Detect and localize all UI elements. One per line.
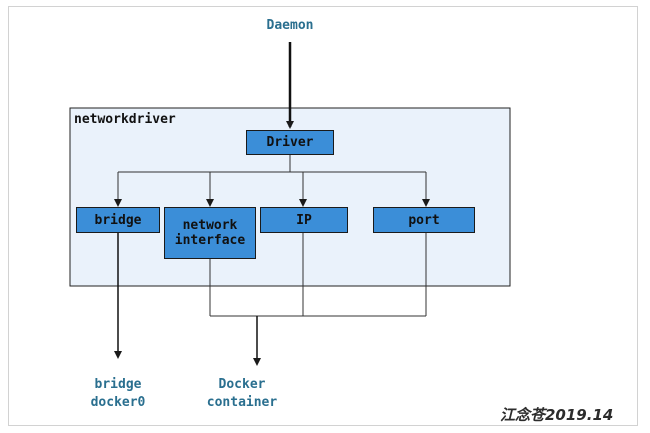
ip-box: IP	[260, 207, 348, 233]
watermark-text: 江念苍2019.14	[500, 406, 614, 424]
diagram-frame	[8, 6, 638, 426]
bridge-box: bridge	[76, 207, 160, 233]
daemon-label: Daemon	[266, 18, 314, 33]
docker-container-label: Docker container	[206, 377, 278, 410]
bridge-docker0-label: bridge docker0	[90, 377, 146, 410]
port-box: port	[373, 207, 475, 233]
networkdriver-label: networkdriver	[74, 112, 176, 127]
network-interface-box: network interface	[164, 207, 256, 259]
driver-box: Driver	[246, 130, 334, 155]
